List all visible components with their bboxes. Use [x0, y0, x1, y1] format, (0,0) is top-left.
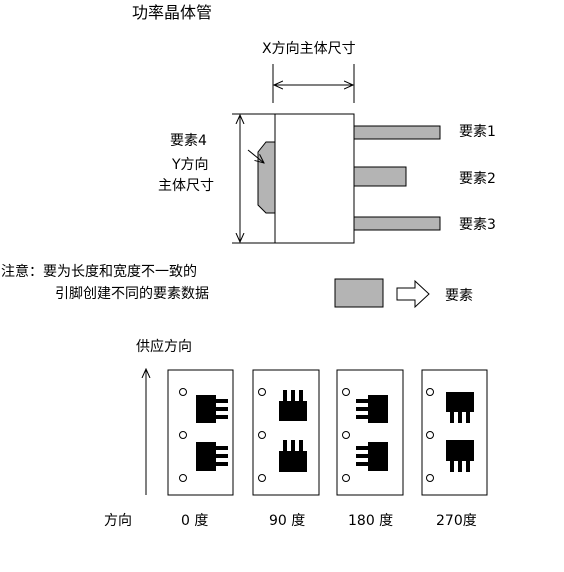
component-180-deg-a [356, 395, 388, 423]
component-0-deg-a [196, 395, 228, 423]
element3-lead [354, 217, 440, 230]
x-dimension-label: X方向主体尺寸 [262, 41, 356, 57]
transistor-body [275, 114, 354, 243]
y-dimension-label-line2: 主体尺寸 [158, 178, 214, 194]
orientation-90-label: 90 度 [269, 513, 305, 529]
element3-label: 要素3 [459, 217, 496, 233]
note-line2: 引脚创建不同的要素数据 [55, 286, 209, 302]
component-90-deg-b [279, 440, 307, 472]
legend-label: 要素 [445, 288, 473, 304]
element4-label: 要素4 [170, 133, 207, 149]
supply-direction-label: 供应方向 [136, 339, 192, 355]
orientation-row-label: 方向 [104, 513, 132, 529]
tape-270-deg [422, 370, 487, 495]
component-90-deg-a [279, 390, 307, 421]
element2-label: 要素2 [459, 171, 496, 187]
component-270-deg-a [446, 392, 474, 423]
element1-lead [354, 126, 440, 139]
page-title: 功率晶体管 [132, 4, 212, 22]
element1-label: 要素1 [459, 124, 496, 140]
element2-lead [354, 167, 406, 186]
legend-swatch [335, 279, 383, 307]
note-line1: 注意：要为长度和宽度不一致的 [1, 264, 197, 280]
element4-tab [258, 142, 275, 213]
orientation-270-label: 270度 [436, 513, 477, 529]
tape-0-deg [168, 370, 233, 495]
y-dimension-label-line1: Y方向 [172, 157, 209, 173]
orientation-0-label: 0 度 [181, 513, 208, 529]
tape-180-deg [337, 370, 403, 495]
legend-arrow-icon [397, 281, 429, 307]
component-270-deg-b [446, 440, 474, 472]
tape-90-deg [253, 370, 319, 495]
orientation-180-label: 180 度 [348, 513, 393, 529]
